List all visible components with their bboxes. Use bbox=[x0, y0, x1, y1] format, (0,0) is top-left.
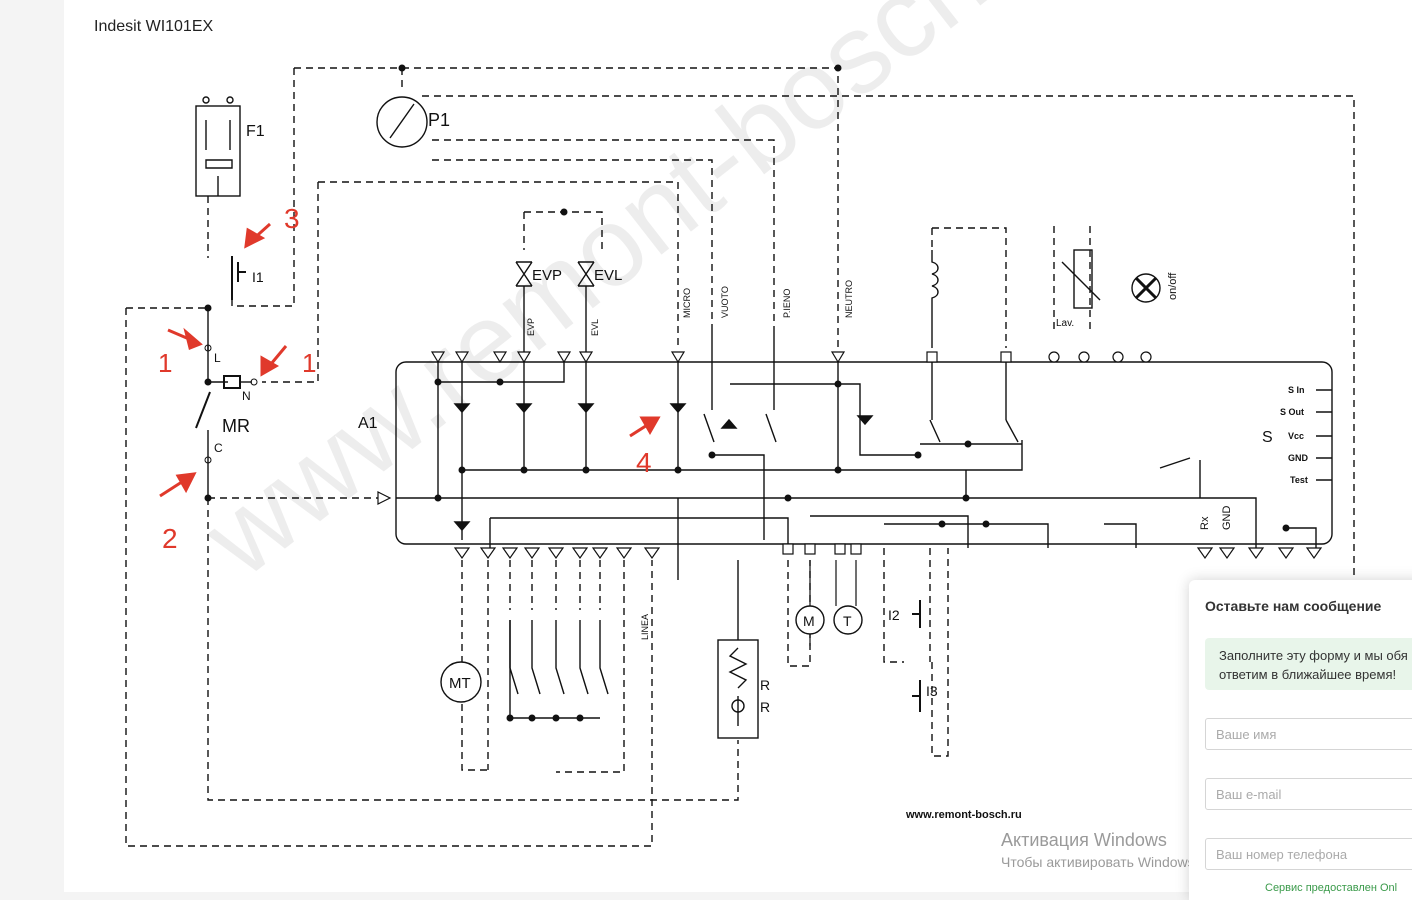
module-a1-label: A1 bbox=[358, 415, 378, 432]
vcc-label: Vcc bbox=[1288, 431, 1304, 441]
annotation-arrows bbox=[159, 222, 661, 498]
neutro-label: NEUTRO bbox=[844, 280, 854, 318]
lav-label: Lav. bbox=[1056, 318, 1074, 329]
pin-c-label: C bbox=[214, 441, 223, 455]
solid-wires bbox=[207, 308, 1317, 719]
s-out-label: S Out bbox=[1280, 407, 1304, 417]
i2-i3-buttons bbox=[912, 600, 921, 712]
r-label-2: R bbox=[760, 699, 770, 715]
t-label: T bbox=[843, 613, 852, 629]
chat-widget[interactable]: Оставьте нам сообщение Заполните эту фор… bbox=[1189, 580, 1412, 900]
credit-label: www.remont-bosch.ru bbox=[905, 809, 1022, 821]
linea-label: LINEA bbox=[640, 614, 650, 640]
chat-footer: Сервис предоставлен Onl bbox=[1265, 882, 1398, 894]
chat-title: Оставьте нам сообщение bbox=[1205, 598, 1382, 614]
r-label-1: R bbox=[760, 677, 770, 693]
windows-activation-title: Активация Windows bbox=[1001, 830, 1167, 850]
name-input[interactable]: Ваше имя bbox=[1205, 718, 1412, 750]
s-connector-label: S bbox=[1262, 429, 1273, 446]
annotation-3: 3 bbox=[284, 203, 300, 234]
p1-pressure-switch bbox=[376, 96, 428, 148]
mr-door-lock bbox=[195, 375, 241, 429]
m-label: M bbox=[803, 613, 815, 629]
vuoto-label: VUOTO bbox=[720, 286, 730, 318]
mt-label: MT bbox=[449, 675, 471, 692]
phone-input[interactable]: Ваш номер телефона bbox=[1205, 838, 1412, 870]
evl-small-label: EVL bbox=[590, 319, 600, 336]
gnd2-label: GND bbox=[1221, 506, 1233, 531]
rx-label: Rx bbox=[1199, 516, 1211, 530]
dashed-wires bbox=[125, 67, 1355, 847]
f1-label: F1 bbox=[246, 123, 265, 140]
bottom-connectors bbox=[377, 491, 1323, 560]
onoff-lamp bbox=[1131, 273, 1161, 303]
pin-n-label: N bbox=[242, 389, 251, 403]
annotation-4: 4 bbox=[636, 447, 652, 478]
test-label: Test bbox=[1290, 475, 1308, 485]
valve-evp bbox=[515, 261, 533, 360]
evp-small-label: EVP bbox=[526, 318, 536, 336]
module-a1-box bbox=[395, 361, 1333, 545]
i1-button bbox=[231, 256, 246, 300]
email-input[interactable]: Ваш e-mail bbox=[1205, 778, 1412, 810]
f1-filter-component bbox=[195, 96, 241, 197]
evp-label: EVP bbox=[532, 267, 562, 284]
programmer-switches bbox=[509, 620, 609, 695]
s-in-label: S In bbox=[1288, 385, 1305, 395]
evl-label: EVL bbox=[594, 267, 622, 284]
t-symbol bbox=[833, 605, 863, 635]
annotation-1-left: 1 bbox=[158, 348, 172, 378]
micro-label: MICRO bbox=[682, 288, 692, 318]
heater-r bbox=[717, 639, 759, 739]
junction-dots bbox=[204, 64, 1290, 722]
chat-note: Заполните эту форму и мы обя ответим в б… bbox=[1205, 638, 1412, 690]
s-connector-pins bbox=[1316, 389, 1332, 481]
pump-wires bbox=[809, 560, 857, 646]
annotation-2: 2 bbox=[162, 523, 178, 554]
heater-coil bbox=[931, 250, 939, 348]
annotation-1-right: 1 bbox=[302, 348, 316, 378]
pin-l-label: L bbox=[214, 351, 221, 365]
i1-label: I1 bbox=[252, 269, 264, 285]
i3-label: I3 bbox=[926, 683, 938, 699]
motor-mt-symbol bbox=[440, 661, 482, 703]
i2-label: I2 bbox=[888, 607, 900, 623]
onoff-label: on/off bbox=[1167, 272, 1179, 300]
valve-evl bbox=[577, 261, 595, 360]
triac-symbols bbox=[453, 403, 874, 532]
top-connectors bbox=[430, 351, 1152, 364]
chat-note-line-2: ответим в ближайшее время! bbox=[1219, 667, 1397, 682]
pieno-label: P.IENO bbox=[782, 289, 792, 318]
gnd-label: GND bbox=[1288, 453, 1309, 463]
mr-label: MR bbox=[222, 416, 250, 436]
p1-label: P1 bbox=[428, 110, 450, 130]
module-switches bbox=[703, 413, 1191, 469]
ntc-sensor bbox=[1061, 249, 1101, 309]
page-title: Indesit WI101EX bbox=[94, 18, 214, 35]
chat-note-line-1: Заполните эту форму и мы обя bbox=[1219, 648, 1408, 663]
